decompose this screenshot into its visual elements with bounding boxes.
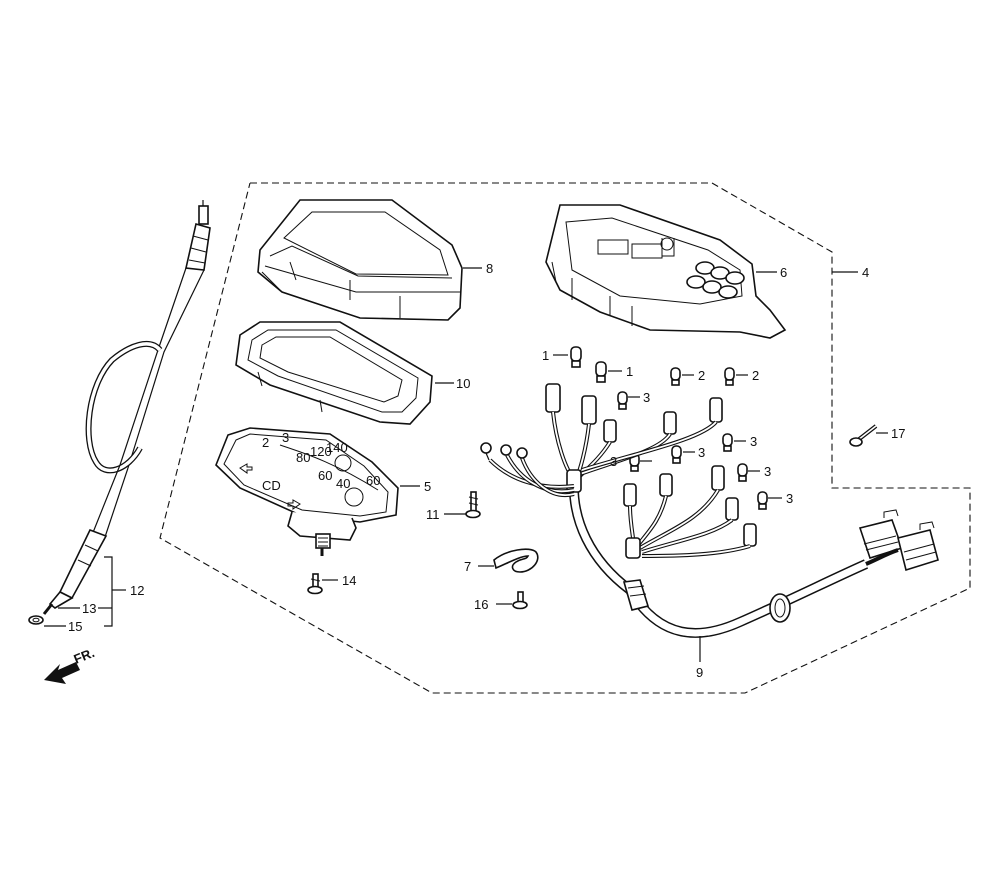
svg-text:2: 2 [262,435,269,450]
speedometer-panel: 2 3 80 120 140 60 40 60 CD [215,427,399,556]
bulb-3f [757,491,768,510]
callout-7: 7 [464,559,471,574]
bulbs [570,346,768,510]
bulb-3c [671,445,682,464]
callout-8: 8 [486,261,493,276]
callout-11: 11 [426,507,440,522]
svg-text:120: 120 [310,444,332,459]
lower-meter-case [545,204,787,339]
callout-4: 4 [862,265,869,280]
bulb-3b [722,433,733,452]
harness-clamp [493,548,539,573]
front-direction-arrow: FR. [44,645,97,684]
bulb-1a [570,346,582,368]
callout-9: 9 [696,665,703,680]
leader-lines [44,267,888,662]
callout-6: 6 [780,265,787,280]
svg-text:3: 3 [282,430,289,445]
callout-2a: 2 [698,368,705,383]
callout-5: 5 [424,479,431,494]
callout-numbers: 8 10 5 6 4 17 1 1 2 2 3 3 3 3 3 3 11 14 … [68,261,905,680]
front-label: FR. [72,645,97,667]
callout-3c: 3 [698,445,705,460]
callout-10: 10 [456,376,470,391]
callout-1a: 1 [542,348,549,363]
callout-3a: 3 [643,390,650,405]
bulb-3a [617,391,628,410]
screw-16 [512,591,528,610]
wire-harness [480,383,939,638]
callout-2b: 2 [752,368,759,383]
bulb-3e [737,463,748,482]
screw-11 [465,491,481,519]
screw-17 [849,424,878,447]
callout-14: 14 [342,573,356,588]
svg-text:60: 60 [318,468,332,483]
callout-16: 16 [474,597,488,612]
speedometer-cable [28,200,211,625]
bulb-2b [724,367,735,386]
svg-text:60: 60 [366,473,380,488]
callout-17: 17 [891,426,905,441]
callout-1b: 1 [626,364,633,379]
callout-13: 13 [82,601,96,616]
svg-text:80: 80 [296,450,310,465]
svg-text:40: 40 [336,476,350,491]
meter-lens [235,321,433,425]
screw-14 [307,573,323,595]
callout-3f: 3 [786,491,793,506]
bulb-2a [670,367,681,386]
callout-12: 12 [130,583,144,598]
callout-15: 15 [68,619,82,634]
callout-3d: 3 [610,454,617,469]
upper-meter-case [257,199,463,321]
callout-3e: 3 [764,464,771,479]
callout-3b: 3 [750,434,757,449]
svg-text:CD: CD [262,478,281,493]
assembly-outline [159,182,971,694]
svg-text:140: 140 [326,440,348,455]
bulb-1b [595,361,607,383]
